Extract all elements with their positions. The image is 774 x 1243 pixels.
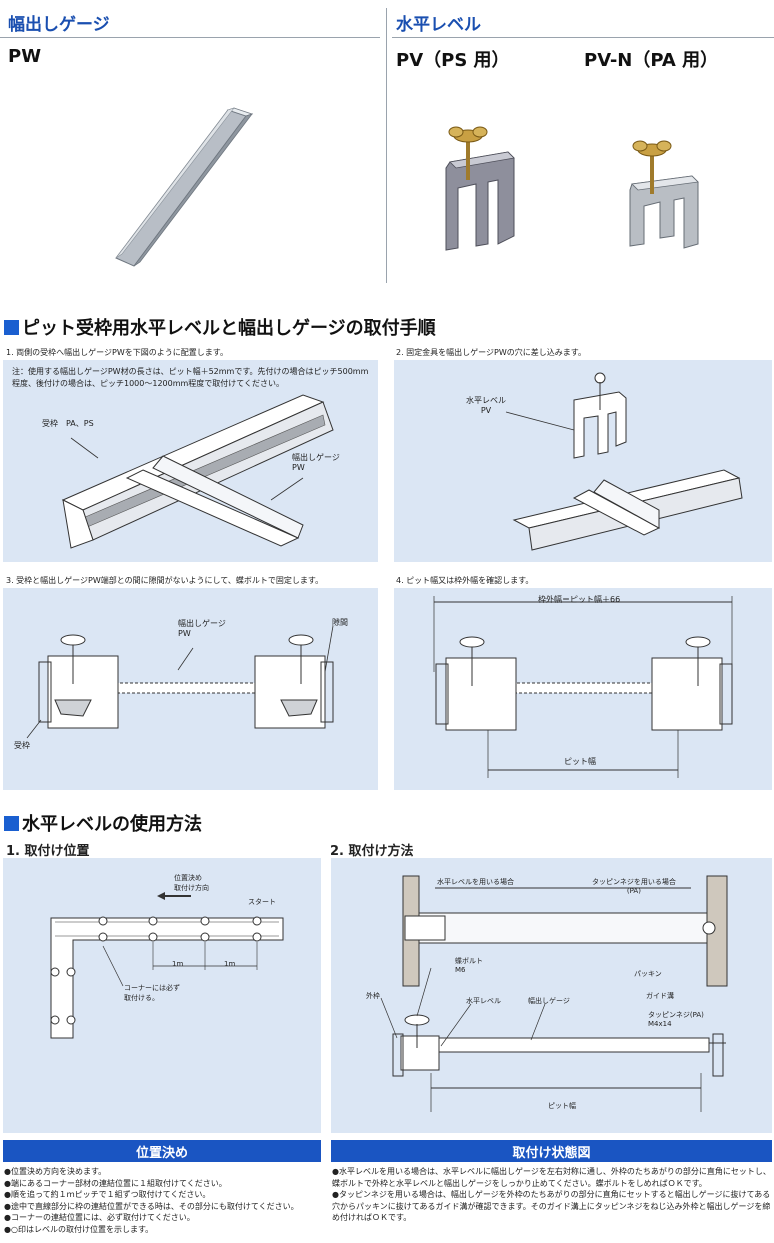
divider	[386, 8, 387, 283]
step2-text: 2. 固定金具を幅出しゲージPWの穴に差し込みます。	[396, 348, 586, 357]
step1-diagram	[61, 394, 334, 549]
list-item: ●端にあるコーナー部材の連結位置に１組取付けてください。	[4, 1178, 227, 1188]
step3-gap-label: 隙間	[332, 618, 348, 627]
level-model-pv: PV（PS 用）	[396, 50, 510, 71]
step3-text: 3. 受枠と幅出しゲージPW端部との間に隙間がないようにして、蝶ボルトで固定しま…	[6, 576, 324, 585]
step1-text: 1. 両側の受枠へ幅出しゲージPWを下図のように配置します。	[6, 348, 228, 357]
method-diagram	[380, 875, 728, 1112]
step3-gauge-label: 幅出しゲージ PW	[178, 619, 226, 638]
step4-text: 4. ピット幅又は枠外幅を確認します。	[396, 576, 534, 585]
subheading-position: 1. 取付け位置	[6, 844, 90, 859]
method-bullets: ●水平レベルを用いる場合は、水平レベルに幅出しゲージを左右対称に通し、外枠のたち…	[332, 1166, 772, 1224]
position-bar: 位置決め	[3, 1140, 321, 1162]
section-title-text: ピット受枠用水平レベルと幅出しゲージの取付手順	[22, 318, 436, 339]
list-item: ●コーナーの連結位置には、必ず取付けてください。	[4, 1213, 195, 1222]
step1-frame-label: 受枠 PA、PS	[42, 419, 94, 428]
method-level-label: 水平レベル	[466, 997, 501, 1005]
position-bullets: ●位置決め方向を決めます。 ●端にあるコーナー部材の連結位置に１組取付けてくださ…	[4, 1166, 322, 1235]
list-item: ●○印はレベルの取付け位置を示します。	[4, 1224, 154, 1234]
gauge-heading: 幅出しゲージ	[8, 15, 110, 35]
position-start-label: スタート	[248, 898, 276, 906]
level-pvn-photo	[629, 140, 699, 249]
method-pit-label: ピット幅	[548, 1102, 576, 1110]
list-item: ●位置決め方向を決めます。	[4, 1167, 107, 1176]
level-model-pvn: PV-N（PA 用）	[584, 50, 719, 71]
list-item: ●タッピンネジを用いる場合は、幅出しゲージを外枠のたちあがりの部分に直角にセット…	[332, 1190, 771, 1222]
subheading-method: 2. 取付け方法	[330, 844, 414, 859]
section-title-text: 水平レベルの使用方法	[22, 814, 202, 835]
list-item: ●途中で直線部分に枠の連結位置ができる時は、その部分にも取付けてください。	[4, 1201, 299, 1211]
method-tappin-case-label: タッピンネジを用いる場合 (PA)	[592, 878, 676, 895]
method-tappin-label: タッピンネジ(PA) M4x14	[648, 1011, 704, 1028]
list-item: ●順を追って約１ｍピッチで１組ずつ取付けてください。	[4, 1190, 211, 1199]
step2-level-label: 水平レベル PV	[466, 396, 506, 415]
step4-outer-width-label: 枠外幅＝ピット幅＋66	[538, 595, 621, 604]
step3-diagram	[26, 625, 334, 739]
method-level-case-label: 水平レベルを用いる場合	[437, 878, 514, 886]
section-title-usage: 水平レベルの使用方法	[4, 810, 202, 836]
list-item: ●水平レベルを用いる場合は、水平レベルに幅出しゲージを左右対称に通し、外枠のたち…	[332, 1167, 771, 1188]
step1-gauge-label: 幅出しゲージ PW	[292, 453, 340, 472]
method-outer-frame-label: 外枠	[366, 992, 380, 1000]
step1-note: 注：使用する幅出しゲージPW材の長さは、ピット幅＋52mmです。先付けの場合はピ…	[12, 367, 369, 388]
step4-diagram	[433, 596, 733, 778]
level-heading: 水平レベル	[396, 15, 481, 35]
step3-frame-label: 受枠	[14, 741, 30, 750]
position-direction-label: 位置決め 取付け方向	[174, 874, 209, 892]
divider	[392, 37, 774, 38]
method-bolt-label: 蝶ボルト M6	[455, 957, 483, 974]
position-diagram	[50, 892, 284, 1039]
section-marker	[4, 815, 19, 831]
position-1m-label: 1m	[172, 960, 184, 968]
gauge-model: PW	[8, 46, 42, 67]
step2-diagram	[505, 372, 743, 551]
method-packing-label: パッキン	[634, 970, 662, 978]
step4-pit-width-label: ピット幅	[564, 757, 596, 766]
method-bar: 取付け状態図	[331, 1140, 772, 1162]
gauge-photo	[115, 107, 254, 267]
section-title-install: ピット受枠用水平レベルと幅出しゲージの取付手順	[4, 314, 436, 340]
position-1m-label: 1m	[224, 960, 236, 968]
method-gauge-label: 幅出しゲージ	[528, 997, 570, 1005]
divider	[0, 37, 380, 38]
method-guide-label: ガイド溝	[646, 992, 674, 1000]
level-pv-photo	[445, 126, 515, 251]
position-corner-label: コーナーには必ず 取付ける。	[124, 984, 180, 1002]
section-marker	[4, 319, 19, 335]
